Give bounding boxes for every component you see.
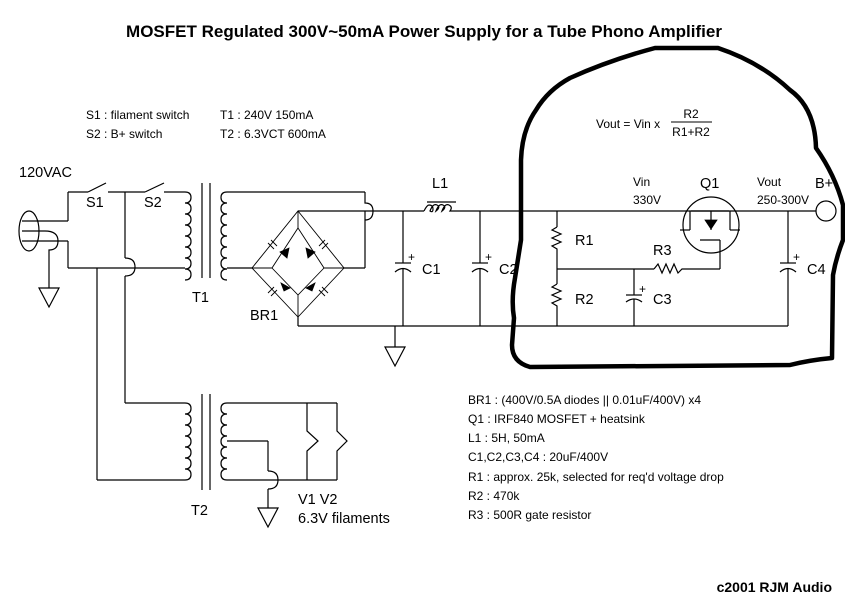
transformer-notes: T1 : 240V 150mA T2 : 6.3VCT 600mA	[220, 108, 326, 141]
transformer-t1: T1	[184, 183, 228, 306]
filament-v2-icon	[336, 403, 348, 480]
note-t1: T1 : 240V 150mA	[220, 108, 313, 122]
label-filament-tubes: V1 V2	[298, 492, 338, 508]
label-vout-value: 250-300V	[757, 193, 809, 207]
switch-notes: S1 : filament switch S2 : B+ switch	[86, 108, 189, 141]
label-filament-voltage: 6.3V filaments	[298, 511, 390, 527]
t1-primary-coil	[184, 191, 192, 281]
label-r3: R3	[653, 243, 672, 259]
svg-text:+: +	[793, 250, 800, 264]
label-l1: L1	[432, 176, 448, 192]
parts-list: BR1 : (400V/0.5A diodes || 0.01uF/400V) …	[468, 393, 724, 522]
label-s2: S2	[144, 195, 162, 211]
label-c4: C4	[807, 262, 826, 278]
dc-bus: L1	[297, 176, 826, 368]
ground-icon	[38, 287, 60, 309]
label-c1: C1	[422, 262, 441, 278]
parts-list-item: Q1 : IRF840 MOSFET + heatsink	[468, 412, 646, 426]
mains-plug: 120VAC	[18, 165, 72, 309]
capacitor-c4: + C4	[779, 211, 826, 326]
mosfet-q1-icon	[682, 196, 740, 254]
label-s1: S1	[86, 195, 104, 211]
parts-list-item: R1 : approx. 25k, selected for req'd vol…	[468, 470, 724, 484]
ground-icon	[384, 346, 406, 368]
t2-primary-coil	[184, 402, 192, 481]
diagram-title: MOSFET Regulated 300V~50mA Power Supply …	[126, 22, 722, 41]
primary-wiring: S1 S2	[67, 182, 185, 481]
diode-icon	[305, 247, 316, 259]
parts-list-item: C1,C2,C3,C4 : 20uF/400V	[468, 450, 608, 464]
note-s2: S2 : B+ switch	[86, 127, 162, 141]
label-t2: T2	[191, 503, 208, 519]
parts-list-item: L1 : 5H, 50mA	[468, 431, 545, 445]
regulator-formula: Vout = Vin x R2 R1+R2	[596, 107, 712, 139]
label-br1: BR1	[250, 308, 278, 324]
switch-s1-icon	[87, 182, 107, 193]
parts-list-item: R2 : 470k	[468, 489, 520, 503]
t2-secondary-coil	[220, 402, 228, 481]
secondary-wiring	[227, 191, 374, 269]
diode-icon	[279, 247, 290, 259]
regulator-highlight-outline	[509, 45, 845, 370]
note-t2: T2 : 6.3VCT 600mA	[220, 127, 326, 141]
diode-icon	[280, 282, 291, 292]
ground-icon	[257, 507, 279, 529]
switch-s2-icon	[144, 182, 165, 193]
svg-text:+: +	[408, 250, 415, 264]
parts-list-item: BR1 : (400V/0.5A diodes || 0.01uF/400V) …	[468, 393, 701, 407]
label-vin: Vin	[633, 175, 650, 189]
t1-secondary-coil	[220, 191, 228, 281]
filament-v1-icon	[306, 403, 319, 480]
label-t1: T1	[192, 290, 209, 306]
label-vout: Vout	[757, 175, 782, 189]
label-vin-value: 330V	[633, 193, 661, 207]
transformer-t2: T2	[184, 394, 228, 519]
svg-text:+: +	[485, 250, 492, 264]
credit-text: c2001 RJM Audio	[717, 579, 832, 595]
label-bplus: B+	[815, 176, 833, 192]
inductor-l1-icon	[423, 204, 463, 213]
resistor-r1: R1	[550, 211, 594, 269]
resistor-r2: R2	[550, 269, 594, 326]
bridge-rectifier-br1: BR1	[250, 210, 345, 324]
formula-numerator: R2	[683, 107, 699, 121]
note-s1: S1 : filament switch	[86, 108, 189, 122]
label-r1: R1	[575, 233, 594, 249]
capacitor-c2: + C2	[471, 211, 518, 326]
mains-label: 120VAC	[19, 165, 72, 181]
label-r2: R2	[575, 292, 594, 308]
mosfet-q1: Q1	[680, 176, 740, 269]
label-c2: C2	[499, 262, 518, 278]
resistor-r3: R3	[653, 243, 720, 275]
label-c3: C3	[653, 292, 672, 308]
parts-list-item: R3 : 500R gate resistor	[468, 508, 591, 522]
diode-icon	[305, 282, 316, 292]
bplus-terminal: B+	[815, 176, 837, 222]
capacitor-c1: + C1	[394, 211, 441, 326]
svg-text:+: +	[639, 282, 646, 296]
formula-lhs: Vout = Vin x	[596, 117, 660, 131]
terminal-icon	[815, 200, 837, 222]
formula-denominator: R1+R2	[672, 125, 710, 139]
label-q1: Q1	[700, 176, 719, 192]
filament-wiring: V1 V2 6.3V filaments	[227, 402, 390, 529]
capacitor-c3: + C3	[625, 269, 672, 326]
